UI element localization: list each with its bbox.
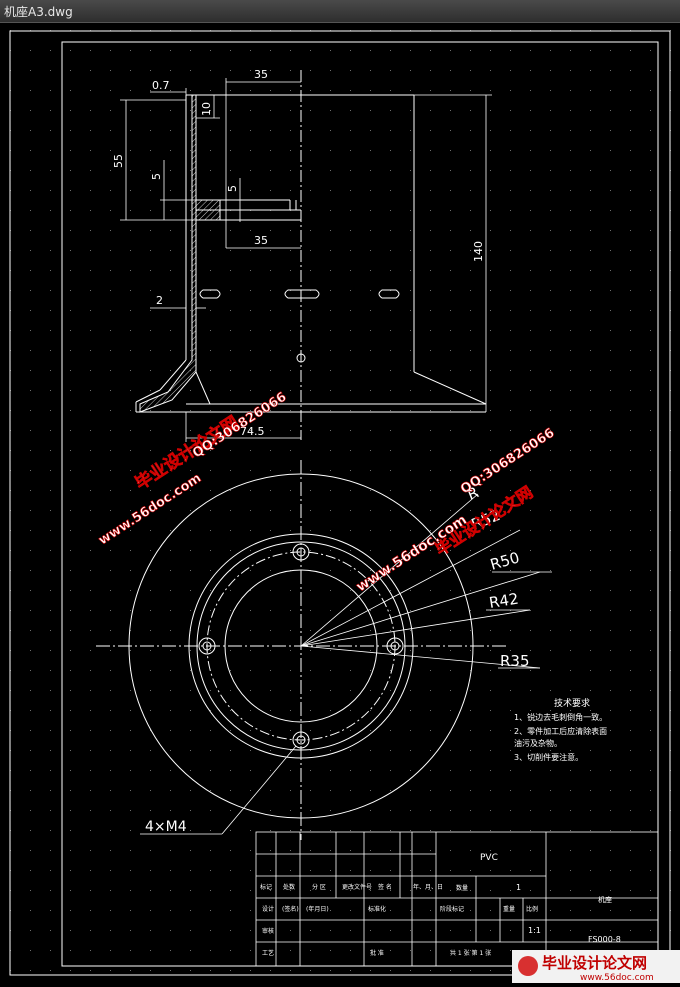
dim-2: 2 <box>156 294 163 307</box>
tb-row4-2: 批 准 <box>370 949 384 957</box>
tb-quantity: 1 <box>516 883 521 892</box>
tb-row3-1: 审核 <box>262 927 274 935</box>
grid-dots <box>0 22 680 983</box>
radius-35-label: R35 <box>500 652 530 670</box>
tb-stage-3: 比例 <box>526 905 538 913</box>
dim-5-right: 5 <box>226 185 239 192</box>
cad-canvas[interactable]: 0.7 35 10 55 5 5 35 140 2 74.5 R <box>0 22 680 983</box>
bolt-holes <box>198 543 404 749</box>
dim-0-7: 0.7 <box>152 79 170 92</box>
tb-header-4: 更改文件号 <box>342 883 372 891</box>
tb-row2-2: (签名) <box>282 905 299 913</box>
tech-line-2: 2、零件加工后应清除表面 <box>514 726 607 736</box>
tb-header-5: 签 名 <box>378 883 392 891</box>
tech-line-3: 油污及杂物。 <box>514 738 562 748</box>
window-titlebar: 机座A3.dwg <box>0 0 680 23</box>
tb-drawing-no: FS000-8 <box>588 935 621 944</box>
tb-material: PVC <box>480 853 498 863</box>
bolt-hole-top <box>292 543 310 561</box>
footer-logo-brand: 毕业设计论文网 <box>542 954 647 972</box>
section-view <box>135 70 487 440</box>
outer-frame <box>9 30 671 976</box>
tech-line-4: 3、切削件要注意。 <box>514 752 583 762</box>
dim-10: 10 <box>200 102 213 116</box>
tb-sheet: 共 1 张 第 1 张 <box>450 949 491 957</box>
hole-note: 4×M4 <box>145 819 187 835</box>
tb-stage-1: 阶段标记 <box>440 905 464 913</box>
section-dimensions <box>120 78 492 442</box>
dim-74-5: 74.5 <box>240 425 265 438</box>
dim-55: 55 <box>112 154 125 168</box>
hole-leader <box>140 745 297 835</box>
dim-35-top: 35 <box>254 68 268 81</box>
tb-header-6: 年、月、日 <box>413 883 443 891</box>
tech-title: 技术要求 <box>554 697 590 709</box>
tb-row2-3: (年月日) <box>306 905 329 913</box>
window-title: 机座A3.dwg <box>4 5 73 19</box>
tb-header-2: 处数 <box>283 883 295 891</box>
bolt-hole-right <box>386 637 404 655</box>
tb-quantity-label: 数量 <box>456 884 468 892</box>
tb-header-3: 分 区 <box>312 883 326 891</box>
tb-part-name: 机座 <box>598 895 612 904</box>
radius-42-label: R42 <box>488 590 520 612</box>
dim-35-mid: 35 <box>254 234 268 247</box>
tb-stage-2: 重量 <box>503 905 515 913</box>
tech-line-1: 1、锐边去毛刺倒角一致。 <box>514 712 607 722</box>
title-block <box>255 831 659 967</box>
tb-row4-1: 工艺 <box>262 949 274 957</box>
tb-scale: 1:1 <box>528 926 541 935</box>
tb-row2-1: 设计 <box>262 905 274 913</box>
dim-5-left: 5 <box>150 173 163 180</box>
tb-header-1: 标记 <box>260 883 272 891</box>
tb-row2-4: 标准化 <box>368 905 386 913</box>
bolt-hole-left <box>198 637 216 655</box>
dim-140: 140 <box>472 241 485 262</box>
radius-leaders <box>300 493 552 669</box>
footer-logo-site: www.56doc.com <box>580 973 654 983</box>
bolt-hole-bottom <box>292 731 310 749</box>
footer-logo: 毕业设计论文网 www.56doc.com <box>512 950 680 983</box>
